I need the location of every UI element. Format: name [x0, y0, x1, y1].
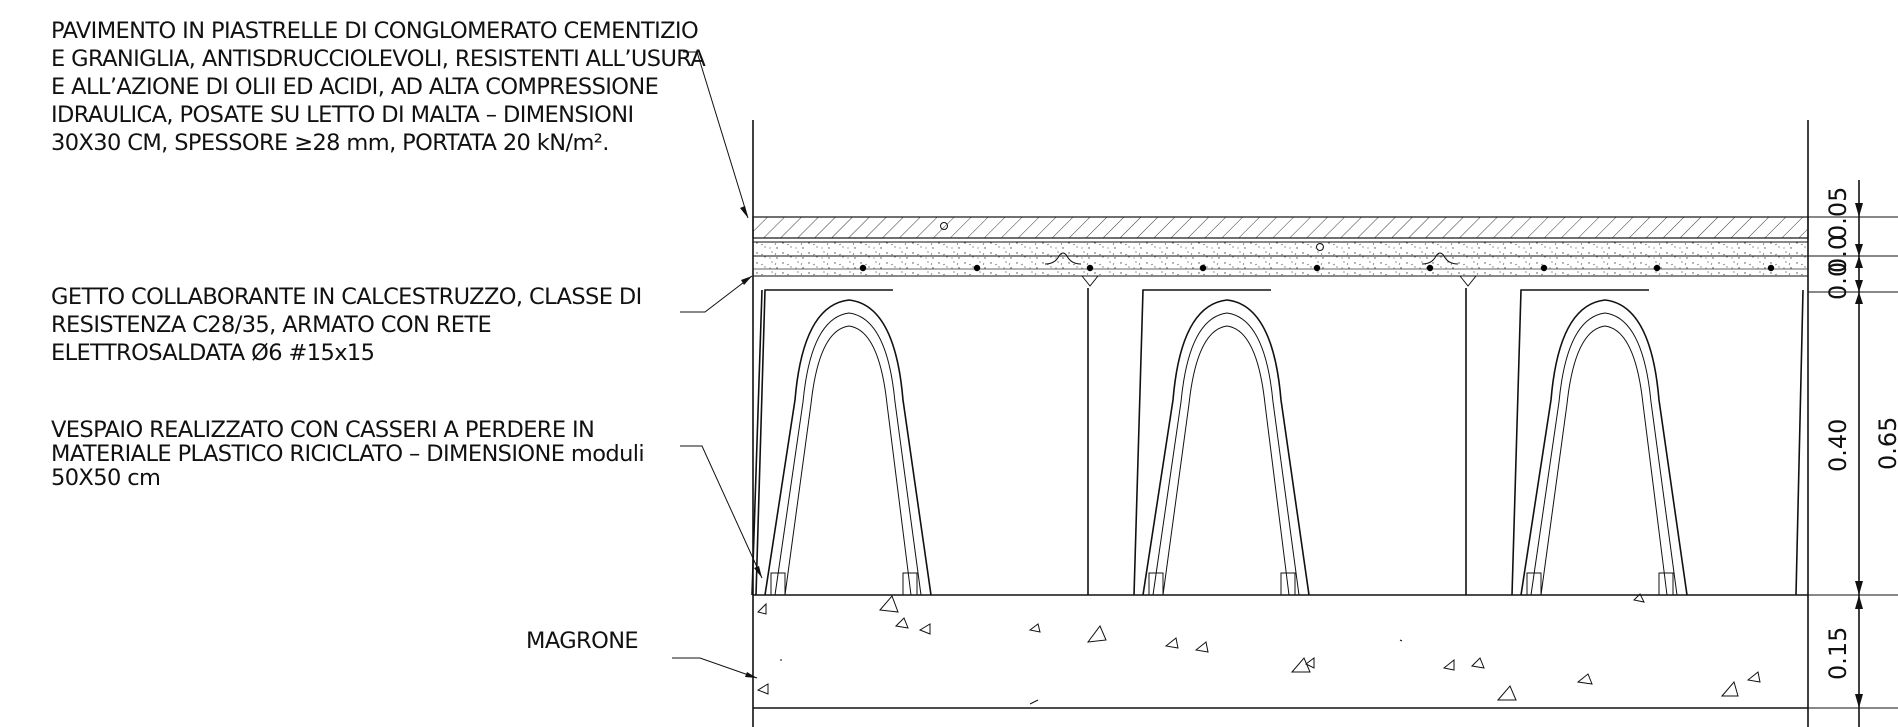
leader-flooring [683, 51, 749, 219]
mortar-bed [752, 237, 1809, 257]
formwork-dome [1133, 288, 1467, 596]
leader-lines [672, 51, 763, 679]
dim-label-layer-3: 0.0 [1824, 262, 1852, 300]
aggregate-marks [756, 593, 1761, 705]
slab-note: GETTO COLLABORANTE IN CALCESTRUZZO, CLAS… [51, 284, 642, 366]
dim-label-layer-2: 0.0 [1824, 235, 1852, 273]
vespaio-note-line: 50X50 cm [51, 465, 160, 491]
rebar-detail [1421, 252, 1459, 265]
dimension-ticks [1808, 216, 1898, 709]
rebar-detail [1044, 252, 1082, 265]
arrowhead [741, 276, 752, 285]
flooring-note-line: PAVIMENTO IN PIASTRELLE DI CONGLOMERATO … [51, 18, 698, 44]
dimension-chain: 0.05 0.0 0.0 0.40 0.15 0.65 [1808, 180, 1898, 727]
marker-circle [940, 222, 948, 230]
slab-note-line: GETTO COLLABORANTE IN CALCESTRUZZO, CLAS… [51, 284, 642, 310]
arrowhead [754, 566, 762, 578]
tile-layer [752, 216, 1809, 239]
slab-note-line: RESISTENZA C28/35, ARMATO CON RETE [51, 312, 491, 338]
dim-label-total: 0.65 [1874, 417, 1898, 470]
magrone-note: MAGRONE [526, 628, 638, 654]
flooring-note-line: E ALL’AZIONE DI OLII ED ACIDI, AD ALTA C… [51, 74, 658, 100]
formwork-dome [755, 288, 1089, 596]
rib-tip [1459, 275, 1477, 287]
arrowhead [745, 672, 757, 678]
formwork-edge [1795, 289, 1804, 596]
dim-label-formwork: 0.40 [1824, 419, 1852, 472]
vespaio-note-line: VESPAIO REALIZZATO CON CASSERI A PERDERE… [51, 417, 594, 443]
formwork-dome [1511, 289, 1688, 596]
formwork-edge [751, 289, 763, 596]
leader-vespaio [680, 445, 763, 579]
rib-tip [1081, 275, 1099, 287]
arrowhead [740, 206, 748, 218]
leader-slab [680, 275, 753, 313]
formwork-modules [751, 288, 1804, 596]
floor-section [751, 120, 1809, 727]
dim-label-layer-1: 0.05 [1824, 187, 1852, 240]
flooring-note-line: 30X30 CM, SPESSORE ≥28 mm, PORTATA 20 kN… [51, 130, 609, 156]
slab-note-line: ELETTROSALDATA Ø6 #15x15 [51, 340, 374, 366]
leader-magrone [672, 657, 758, 679]
vespaio-note-line: MATERIALE PLASTICO RICICLATO – DIMENSION… [51, 441, 644, 467]
flooring-note: PAVIMENTO IN PIASTRELLE DI CONGLOMERATO … [51, 18, 707, 156]
flooring-note-line: E GRANIGLIA, ANTISDRUCCIOLEVOLI, RESISTE… [51, 46, 706, 72]
vespaio-note: VESPAIO REALIZZATO CON CASSERI A PERDERE… [51, 417, 645, 491]
rebar-dots [859, 264, 1775, 272]
dimension-arrows [1855, 203, 1863, 708]
flooring-note-line: IDRAULICA, POSATE SU LETTO DI MALTA – DI… [51, 102, 633, 128]
concrete-topping [753, 256, 1808, 276]
dim-label-magrone: 0.15 [1824, 627, 1852, 680]
